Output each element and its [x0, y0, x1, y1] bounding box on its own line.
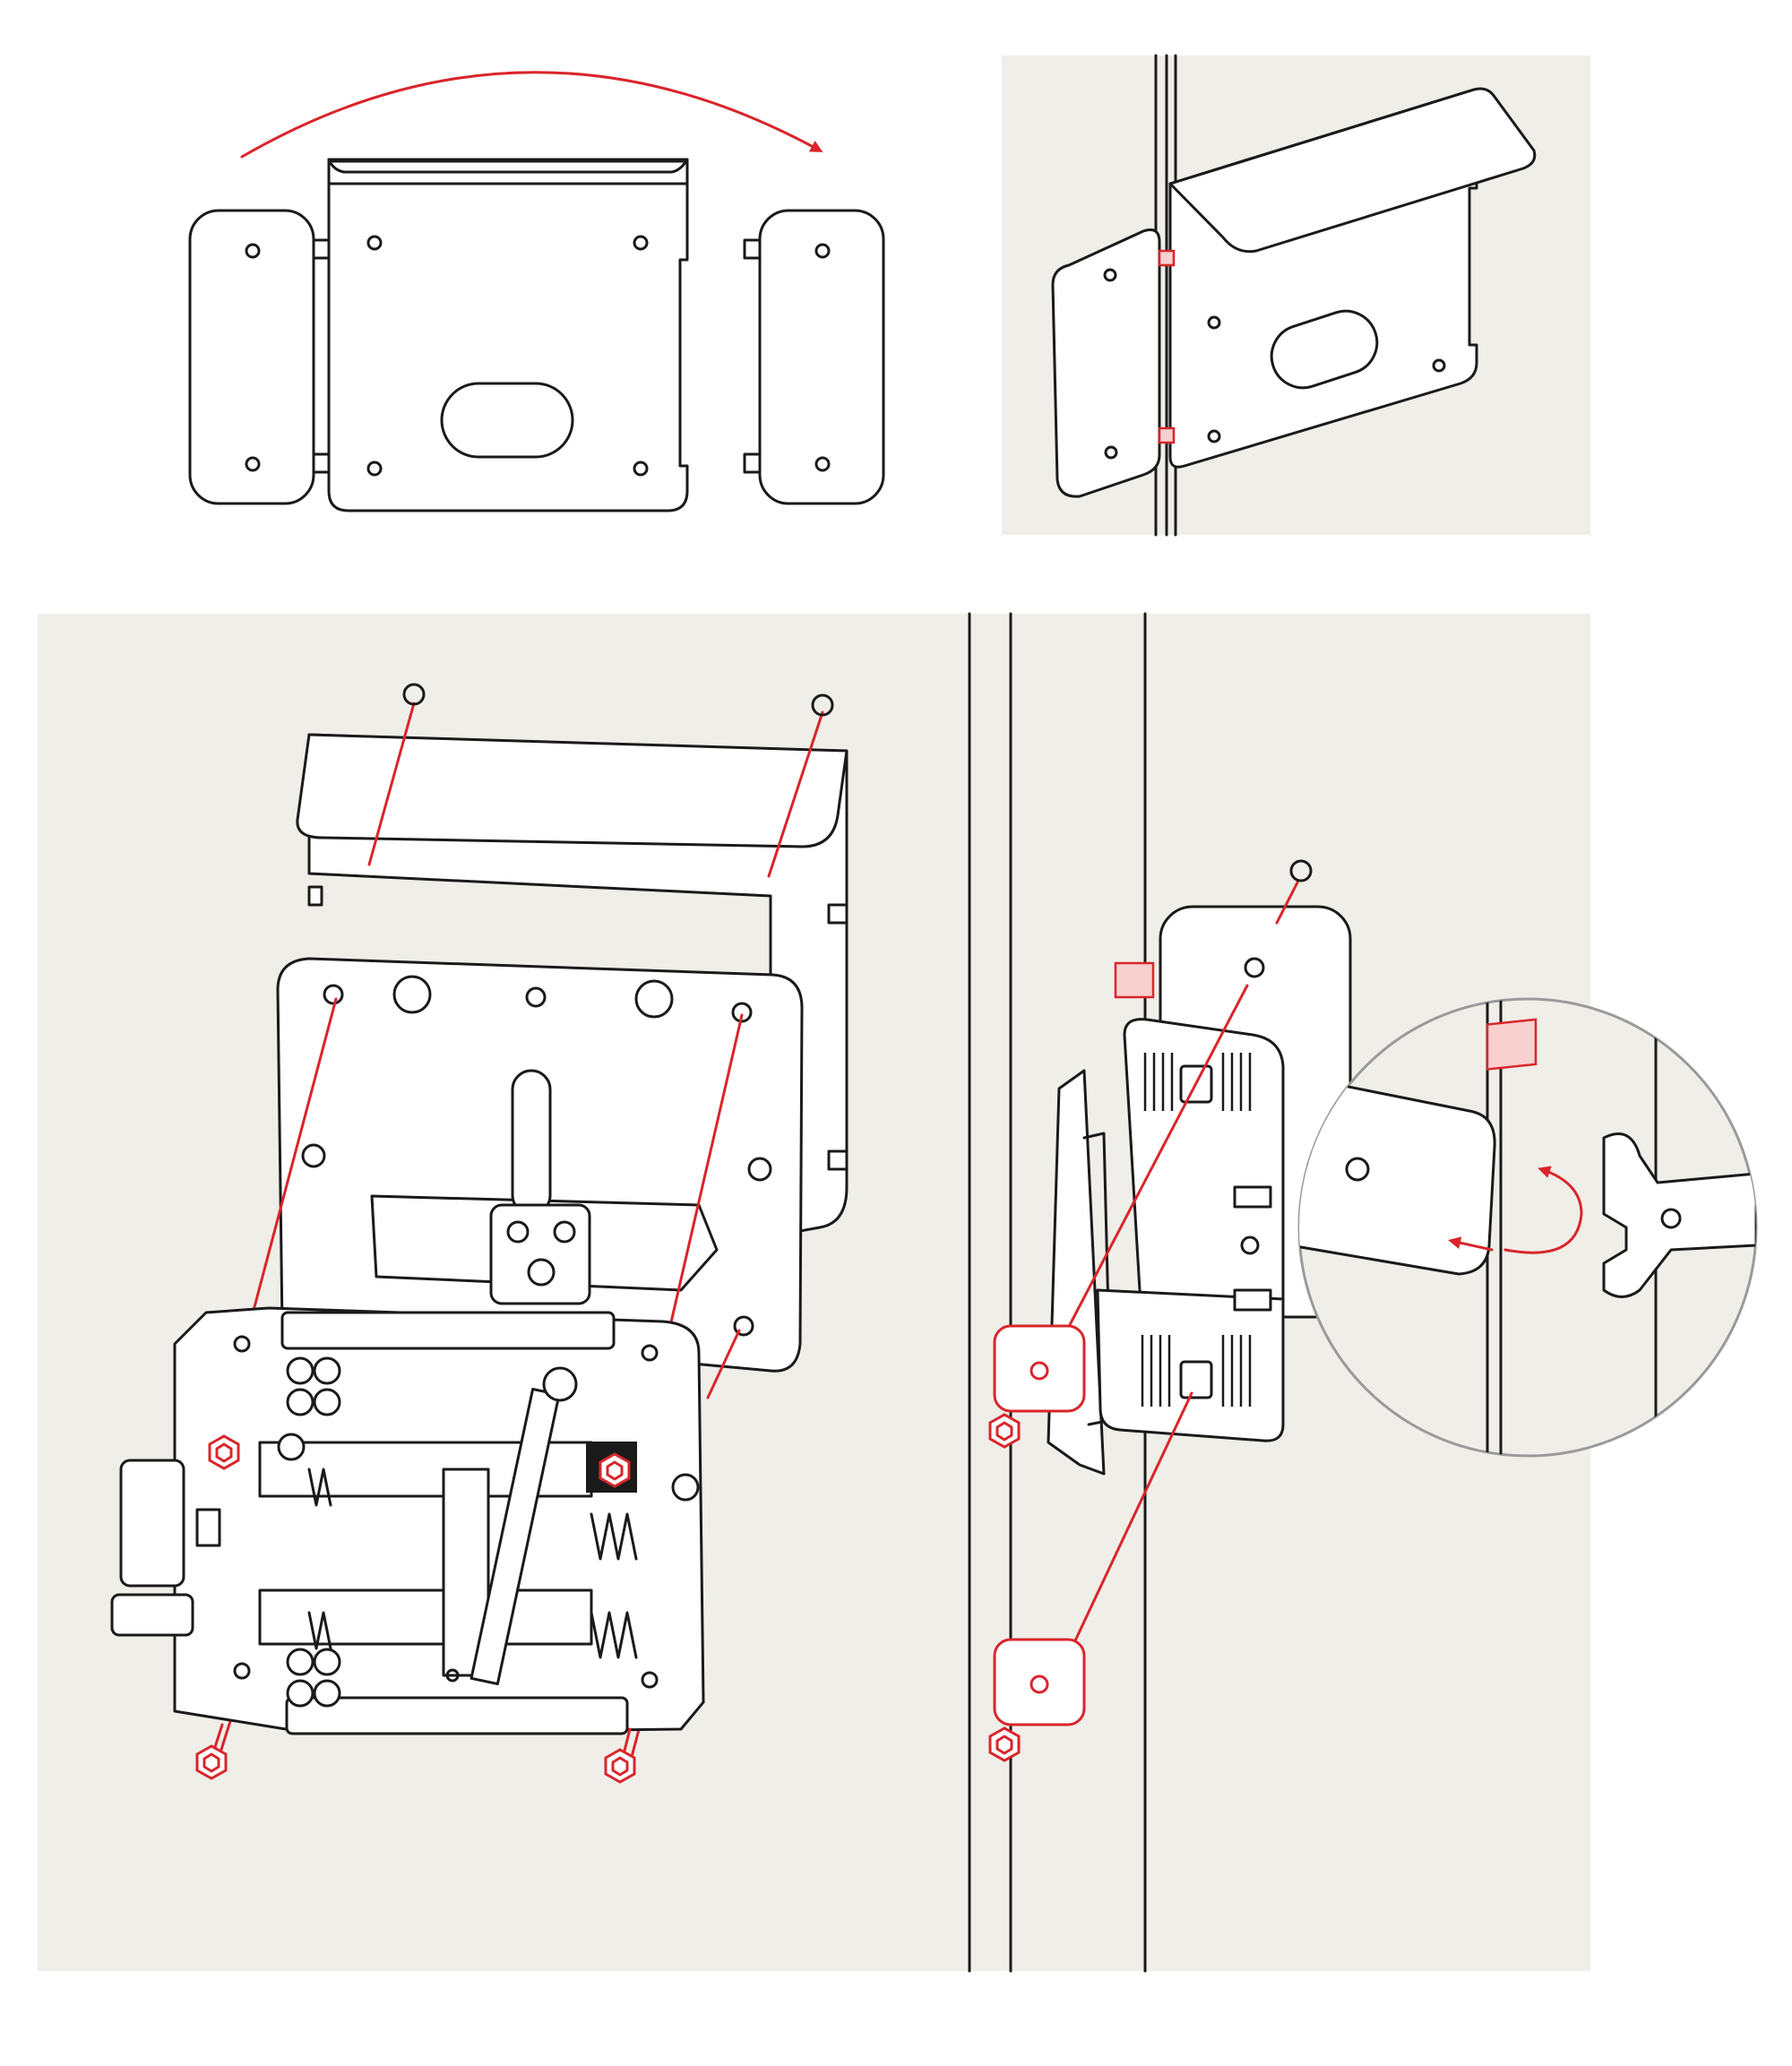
screw-icon [208, 1434, 240, 1470]
step-strike-plate-assembly [968, 612, 1758, 1973]
strike-washer-top [988, 1324, 1086, 1449]
mounted-slot [1270, 309, 1379, 390]
hinge-clip-top [1158, 249, 1176, 267]
center-bracket-plate [327, 158, 689, 512]
mounted-left-flap [1051, 228, 1161, 498]
lock-body [110, 1306, 705, 1735]
hinge-clip-zoom [1486, 1018, 1538, 1071]
strike-front-plate [1123, 1018, 1285, 1323]
step-fold-bracket [188, 71, 885, 512]
left-tab-plate [188, 209, 315, 505]
right-tab-plate [758, 209, 885, 505]
step-lock-assembly [38, 614, 969, 1971]
hinge-clip-bottom [1158, 426, 1176, 444]
screw-icon [604, 1727, 636, 1784]
mounted-canopy [1168, 87, 1537, 254]
zoom-callout [1297, 997, 1758, 1458]
fold-direction-arrow-icon [240, 71, 823, 159]
screw-icon [599, 1452, 631, 1488]
wall-bracket-canopy [296, 733, 849, 848]
screw-icon [195, 1723, 228, 1780]
center-slot [440, 382, 574, 459]
rotate-arrow-icon [1503, 1166, 1583, 1254]
strike-washer-bottom [988, 1638, 1086, 1762]
step-mounted-bracket [1002, 54, 1590, 537]
